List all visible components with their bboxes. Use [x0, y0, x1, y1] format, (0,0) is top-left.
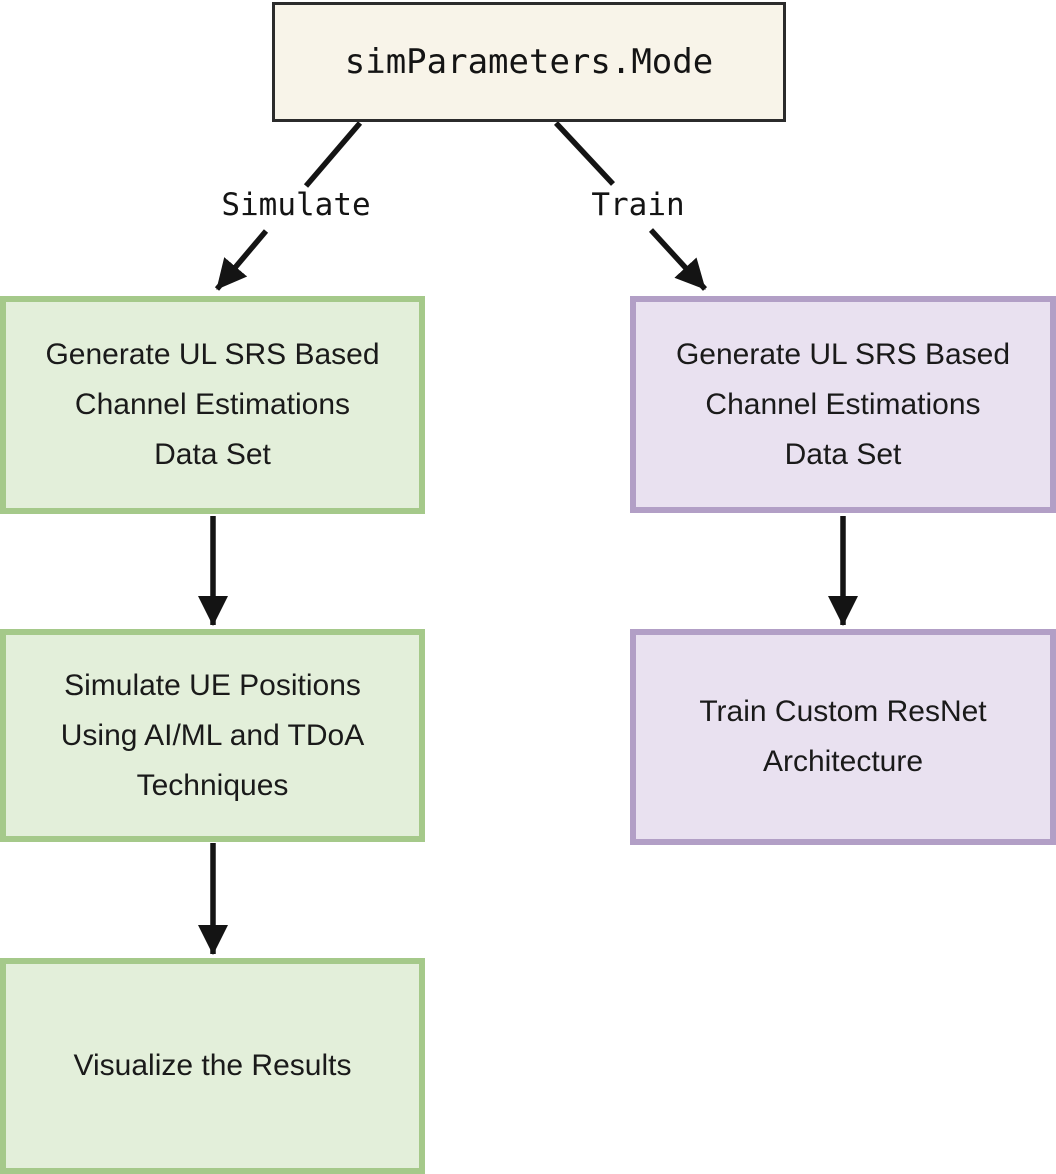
- root-node-label: simParameters.Mode: [344, 42, 714, 82]
- branch-label-simulate: Simulate: [221, 187, 371, 223]
- node-label: Visualize the Results: [73, 1049, 352, 1082]
- edge-simulate-label-to-generate-node: [214, 229, 269, 291]
- node-label: Generate UL SRS Based Channel Estimation…: [675, 337, 1011, 471]
- edge-root-to-simulate-label: [303, 121, 363, 188]
- branch-label-train: Train: [591, 187, 685, 223]
- node-visualize-results: Visualize the Results: [0, 958, 425, 1174]
- edge-root-to-train-label: [553, 121, 616, 186]
- node-train-custom-resnet: Train Custom ResNet Architecture: [630, 629, 1056, 845]
- node-label: Simulate UE Positions Using AI/ML and TD…: [60, 668, 365, 802]
- node-label: Train Custom ResNet Architecture: [699, 695, 987, 778]
- node-generate-dataset-train: Generate UL SRS Based Channel Estimation…: [630, 296, 1056, 513]
- node-generate-dataset-simulate: Generate UL SRS Based Channel Estimation…: [0, 296, 425, 514]
- edge-train-label-to-generate-node: [648, 228, 708, 291]
- node-simulate-ue-positions: Simulate UE Positions Using AI/ML and TD…: [0, 629, 425, 842]
- node-label: Generate UL SRS Based Channel Estimation…: [45, 338, 380, 471]
- root-node-simparameters-mode: simParameters.Mode: [272, 2, 786, 122]
